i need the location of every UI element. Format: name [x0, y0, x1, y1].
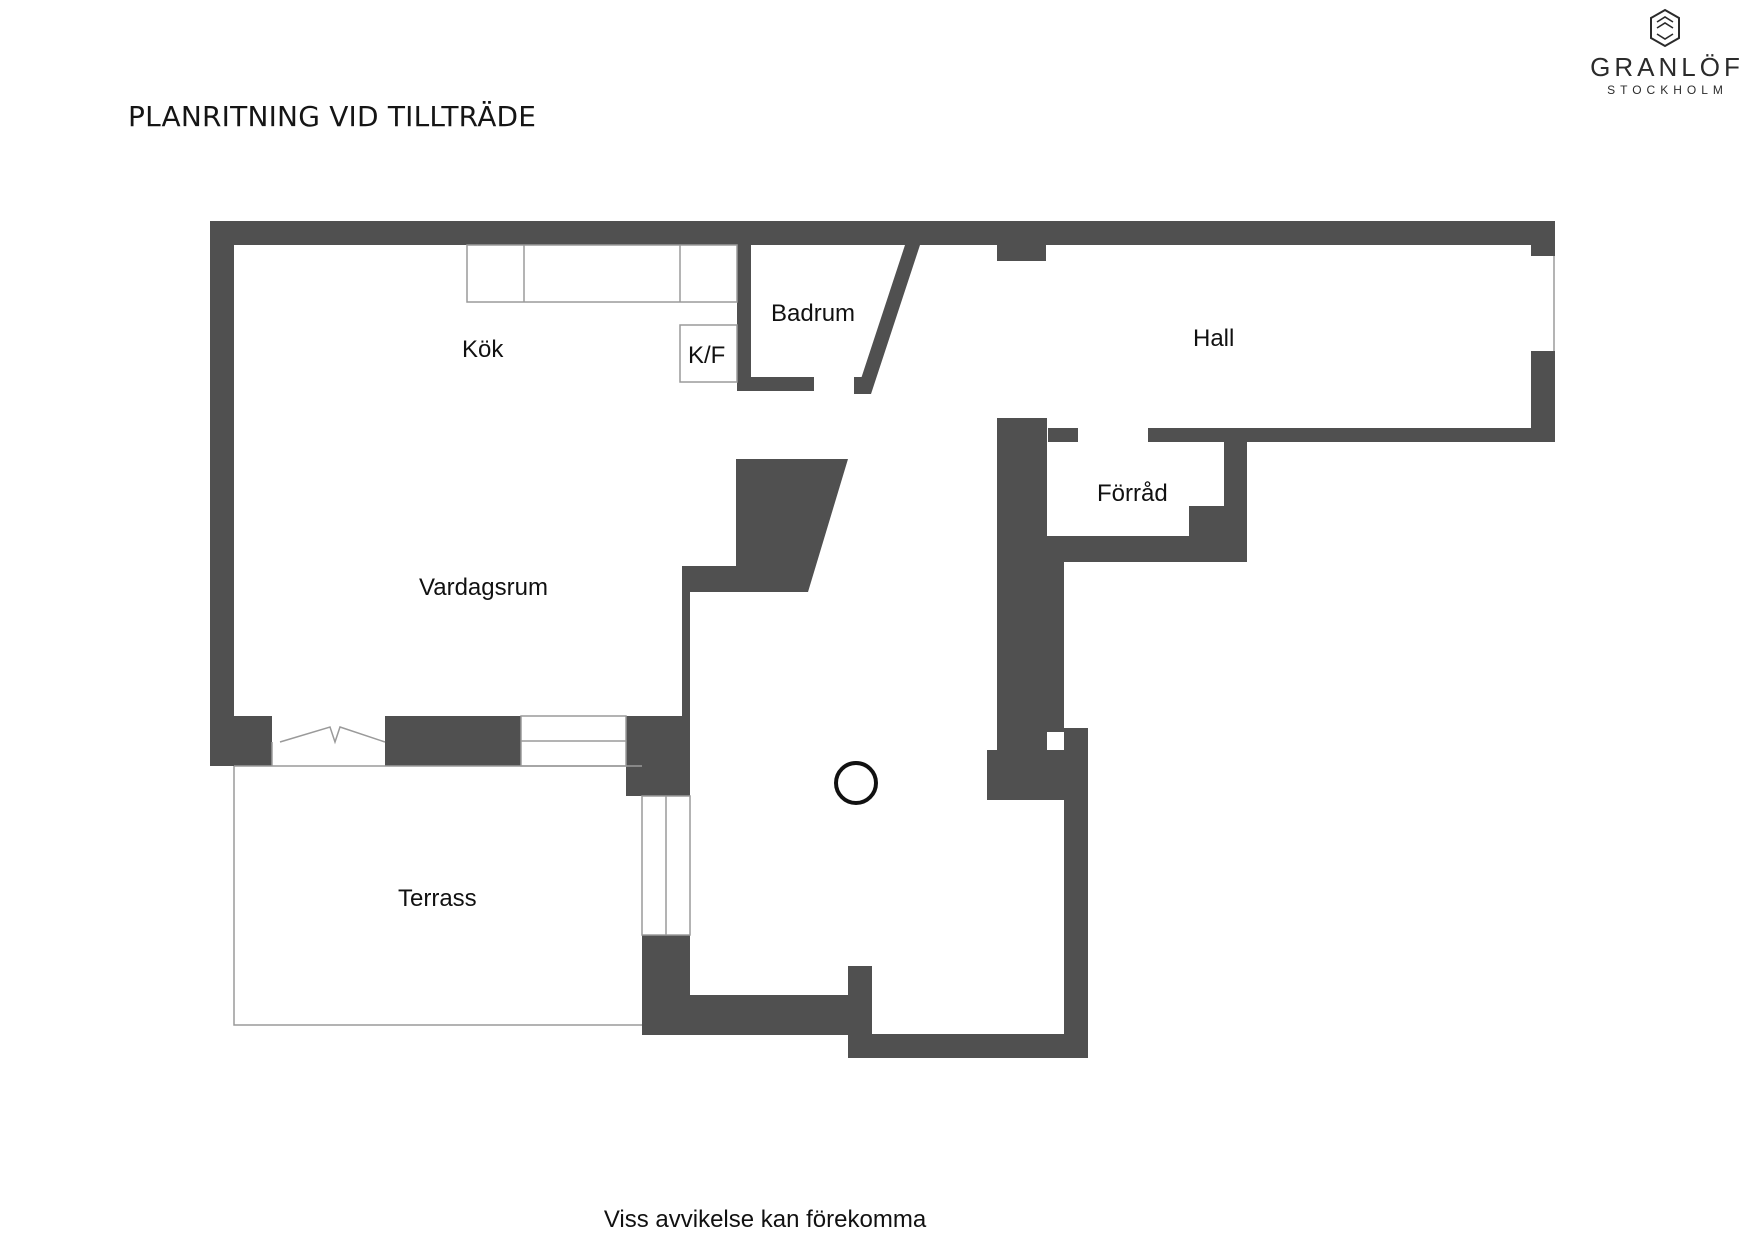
brand-location: STOCKHOLM	[1607, 83, 1728, 97]
disclaimer-note: Viss avvikelse kan förekomma	[603, 1206, 927, 1233]
room-label-forrad: Förråd	[1097, 480, 1168, 507]
brand-name: GRANLÖF	[1590, 52, 1744, 82]
room-label-badrum: Badrum	[771, 300, 856, 327]
column-circle	[834, 761, 878, 805]
room-label-hall: Hall	[1193, 325, 1235, 352]
room-label-vardagsrum: Vardagsrum	[419, 574, 548, 601]
room-label-kok: Kök	[462, 336, 504, 363]
fixtures	[233, 244, 1555, 1026]
room-label-kf: K/F	[688, 342, 726, 369]
room-label-terrass: Terrass	[398, 885, 477, 912]
page-title: PLANRITNING VID TILLTRÄDE	[128, 100, 537, 133]
walls	[210, 221, 1555, 1058]
diamond-emblem-icon	[1650, 8, 1680, 48]
brand-logo: GRANLÖF STOCKHOLM	[1580, 8, 1750, 97]
